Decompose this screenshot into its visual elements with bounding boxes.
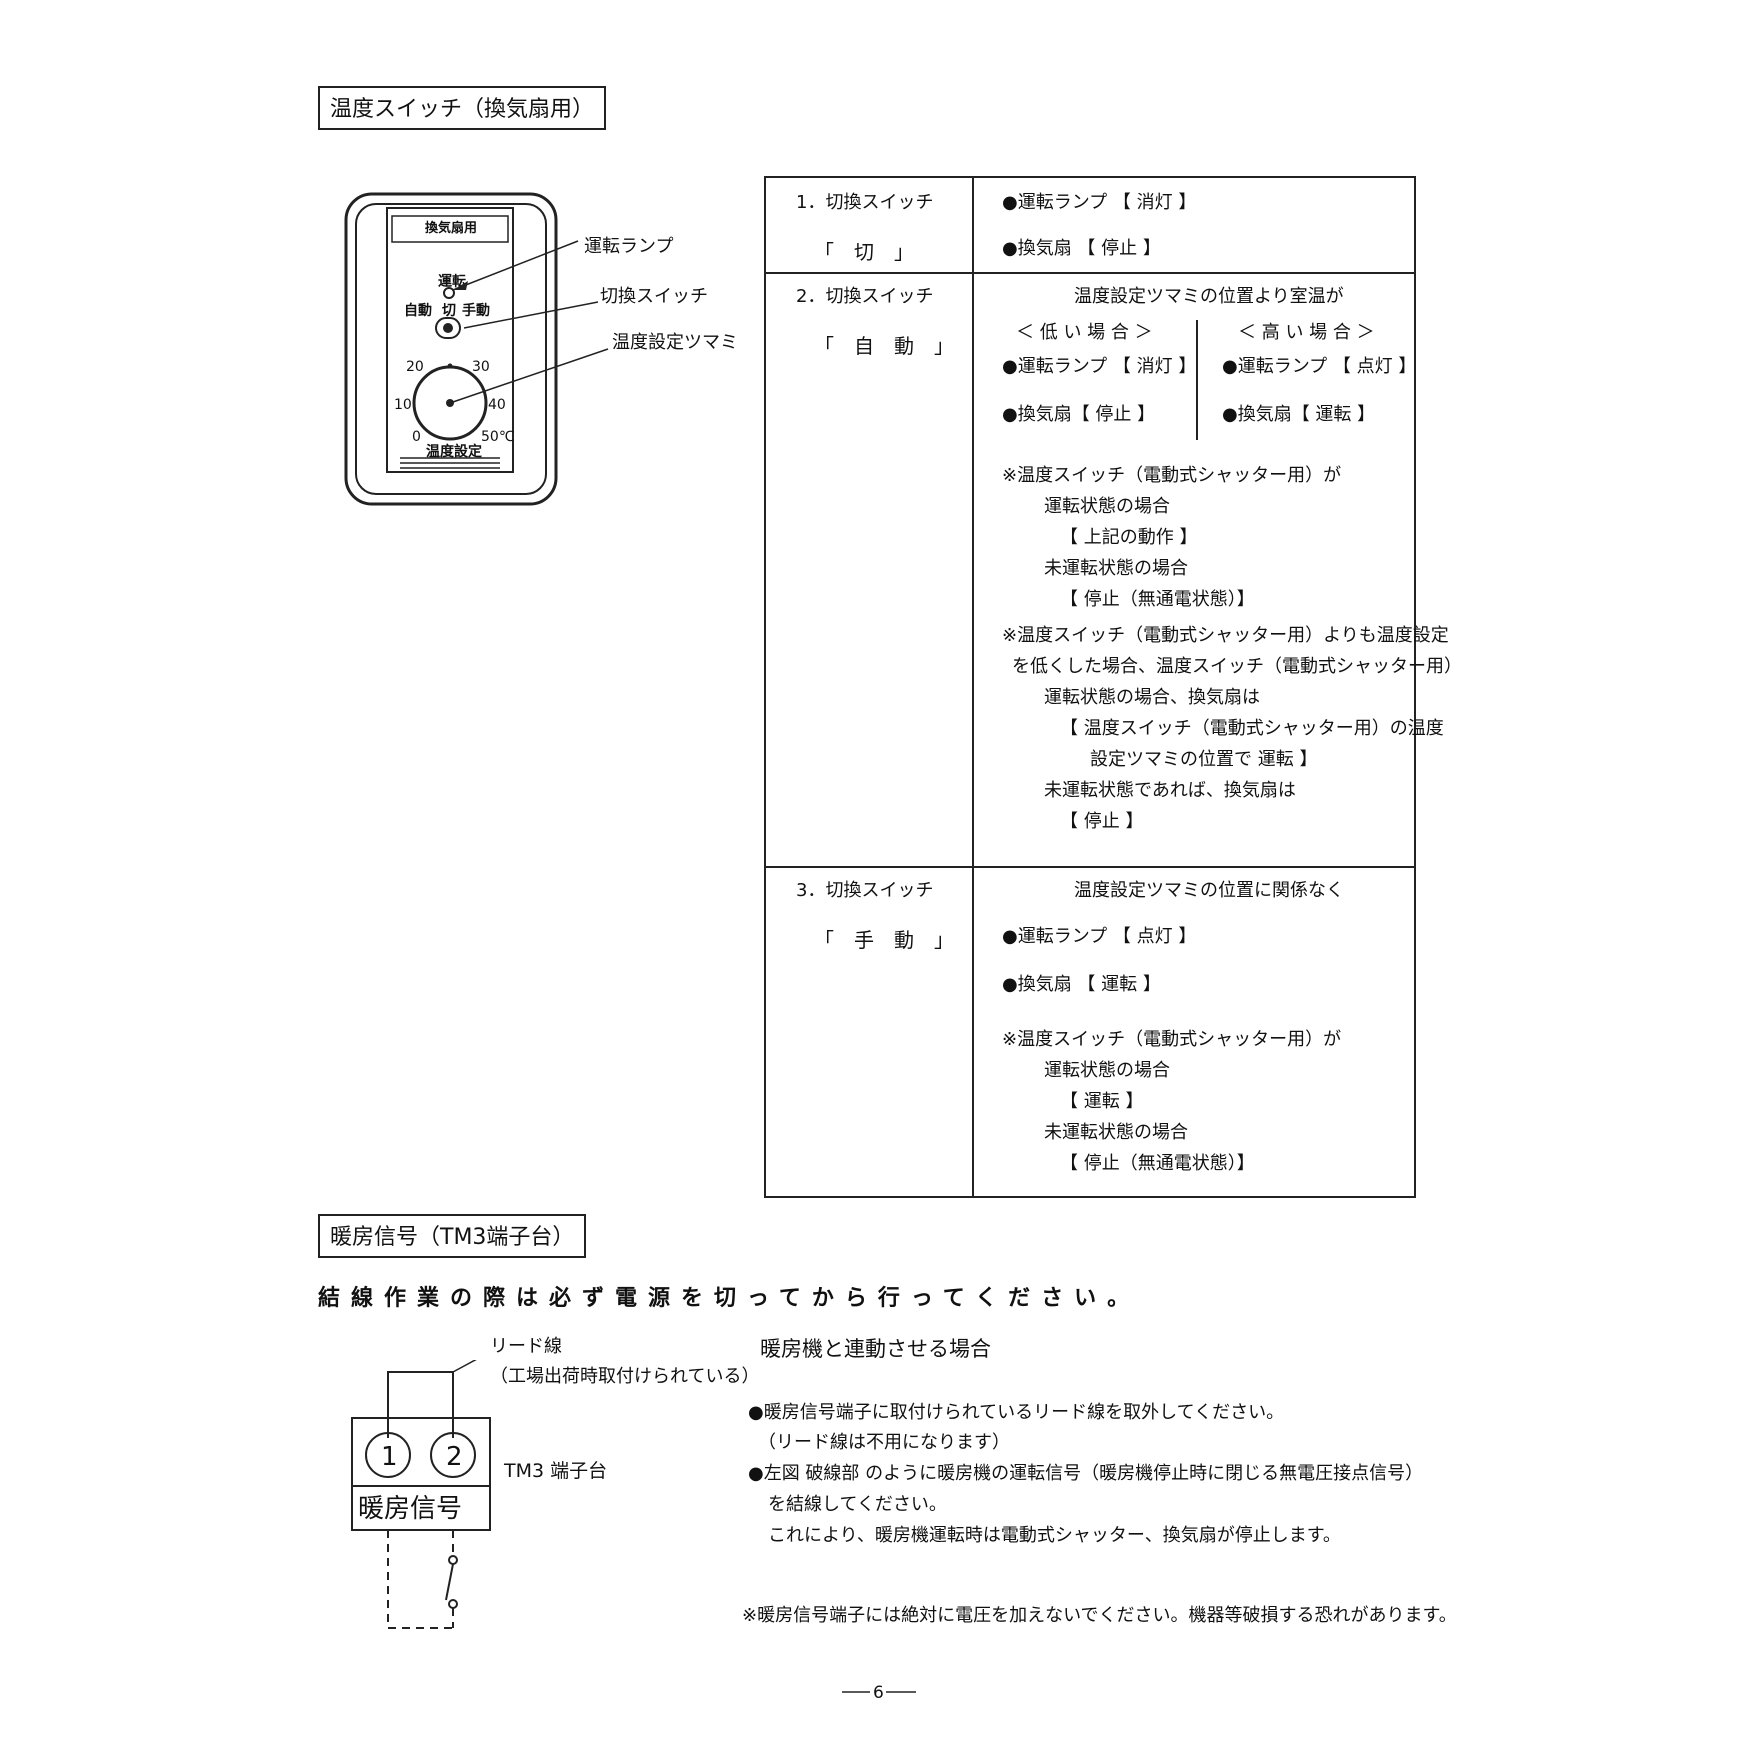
terminal-block-diagram [351, 1360, 491, 1629]
terminal-name: 暖房信号 [358, 1494, 463, 1524]
callout-lamp: 運転ランプ [584, 236, 674, 257]
row1-fan: ●換気扇 【 停止 】 [1002, 238, 1161, 259]
row2-low-header: ＜ 低 い 場 合 ＞ [1016, 322, 1153, 343]
instruction-line: ●左図 破線部 のように暖房機の運転信号（暖房機停止時に閉じる無電圧接点信号） [748, 1463, 1424, 1484]
row3-switch-state: 「 手 動 」 [814, 928, 954, 952]
row3-fan: ●換気扇 【 運転 】 [1002, 974, 1161, 995]
row3-header: 温度設定ツマミの位置に関係なく [1074, 880, 1344, 901]
temperature-switch-illustration [344, 192, 609, 506]
row2-note2-line: 運転状態の場合、換気扇は [1044, 687, 1260, 708]
wiring-warning: 結線作業の際は必ず電源を切ってから行ってください。 [318, 1286, 1141, 1311]
row2-note1-line: 【 停止（無通電状態）】 [1060, 589, 1255, 610]
row2-note2-line: ※温度スイッチ（電動式シャッター用）よりも温度設定 [1002, 625, 1449, 646]
row2-low-lamp: ●運転ランプ 【 消灯 】 [1002, 356, 1197, 377]
dial-tick-10: 10 [394, 397, 412, 413]
terminal-1-number: 1 [381, 1442, 398, 1472]
dial-tick-30: 30 [472, 359, 490, 375]
row2-note1-line: ※温度スイッチ（電動式シャッター用）が [1002, 465, 1342, 486]
voltage-caution: ※暖房信号端子には絶対に電圧を加えないでください。機器等破損する恐れがあります。 [742, 1605, 1457, 1626]
row3-note-line: 【 運転 】 [1060, 1091, 1144, 1112]
dial-tick-40: 40 [488, 397, 506, 413]
section-title-heating-signal: 暖房信号（TM3端子台） [318, 1214, 587, 1258]
row3-lamp: ●運転ランプ 【 点灯 】 [1002, 926, 1197, 947]
dial-tick-50: 50℃ [481, 429, 515, 445]
row2-header: 温度設定ツマミの位置より室温が [1074, 286, 1344, 307]
device-lamp-label: 運転 [438, 274, 466, 290]
row1-switch-state: 「 切 」 [814, 240, 914, 264]
row2-note2-line: 【 停止 】 [1060, 811, 1144, 832]
row3-note-line: 【 停止（無通電状態）】 [1060, 1153, 1255, 1174]
terminal-block-label: TM3 端子台 [504, 1460, 608, 1482]
instruction-line: ●暖房信号端子に取付けられているリード線を取外してください。 [748, 1402, 1285, 1423]
section-title-temperature-switch: 温度スイッチ（換気扇用） [318, 86, 607, 130]
interlock-heading: 暖房機と連動させる場合 [760, 1337, 991, 1361]
row2-note1-line: 運転状態の場合 [1044, 496, 1170, 517]
device-header-label: 換気扇用 [425, 221, 478, 236]
lead-wire-label: リード線 [490, 1336, 562, 1357]
instruction-line: （リード線は不用になります） [758, 1432, 1010, 1453]
row2-high-fan: ●換気扇【 運転 】 [1222, 404, 1376, 425]
row2-switch-label: 2．切換スイッチ [796, 286, 934, 307]
row3-note-line: ※温度スイッチ（電動式シャッター用）が [1002, 1029, 1342, 1050]
device-mode-auto: 自動 [404, 303, 432, 319]
page-number: 6 [873, 1683, 884, 1703]
row2-high-lamp: ●運転ランプ 【 点灯 】 [1222, 356, 1417, 377]
dial-label: 温度設定 [426, 444, 482, 460]
row3-switch-label: 3．切換スイッチ [796, 880, 934, 901]
row2-note1-line: 未運転状態の場合 [1044, 558, 1188, 579]
callout-switch: 切換スイッチ [600, 286, 708, 307]
dial-tick-0: 0 [412, 429, 421, 445]
row2-note2-line: 未運転状態であれば、換気扇は [1044, 780, 1296, 801]
row2-switch-state: 「 自 動 」 [814, 334, 954, 358]
instruction-line: を結線してください。 [768, 1494, 947, 1515]
row3-note-line: 未運転状態の場合 [1044, 1122, 1188, 1143]
row2-note2-line: を低くした場合、温度スイッチ（電動式シャッター用） [1012, 656, 1462, 677]
row2-high-header: ＜ 高 い 場 合 ＞ [1238, 322, 1375, 343]
row3-note-line: 運転状態の場合 [1044, 1060, 1170, 1081]
row1-lamp: ●運転ランプ 【 消灯 】 [1002, 192, 1197, 213]
terminal-2-number: 2 [446, 1442, 463, 1472]
device-mode-manual: 手動 [462, 303, 490, 319]
row1-switch-label: 1．切換スイッチ [796, 192, 934, 213]
page-number-dashes [842, 1691, 916, 1693]
row2-note2-line: 設定ツマミの位置で 運転 】 [1090, 749, 1318, 770]
dial-tick-20: 20 [406, 359, 424, 375]
row2-low-fan: ●換気扇【 停止 】 [1002, 404, 1156, 425]
switch-mode-table: 1．切換スイッチ 「 切 」 ●運転ランプ 【 消灯 】 ●換気扇 【 停止 】… [764, 176, 1462, 1198]
instruction-line: これにより、暖房機運転時は電動式シャッター、換気扇が停止します。 [768, 1525, 1341, 1546]
callout-dial: 温度設定ツマミ [612, 332, 738, 353]
device-mode-off: 切 [442, 303, 456, 319]
row2-note1-line: 【 上記の動作 】 [1060, 527, 1198, 548]
row2-note2-line: 【 温度スイッチ（電動式シャッター用）の温度 [1060, 718, 1444, 739]
lead-wire-note: （工場出荷時取付けられている） [490, 1366, 760, 1387]
